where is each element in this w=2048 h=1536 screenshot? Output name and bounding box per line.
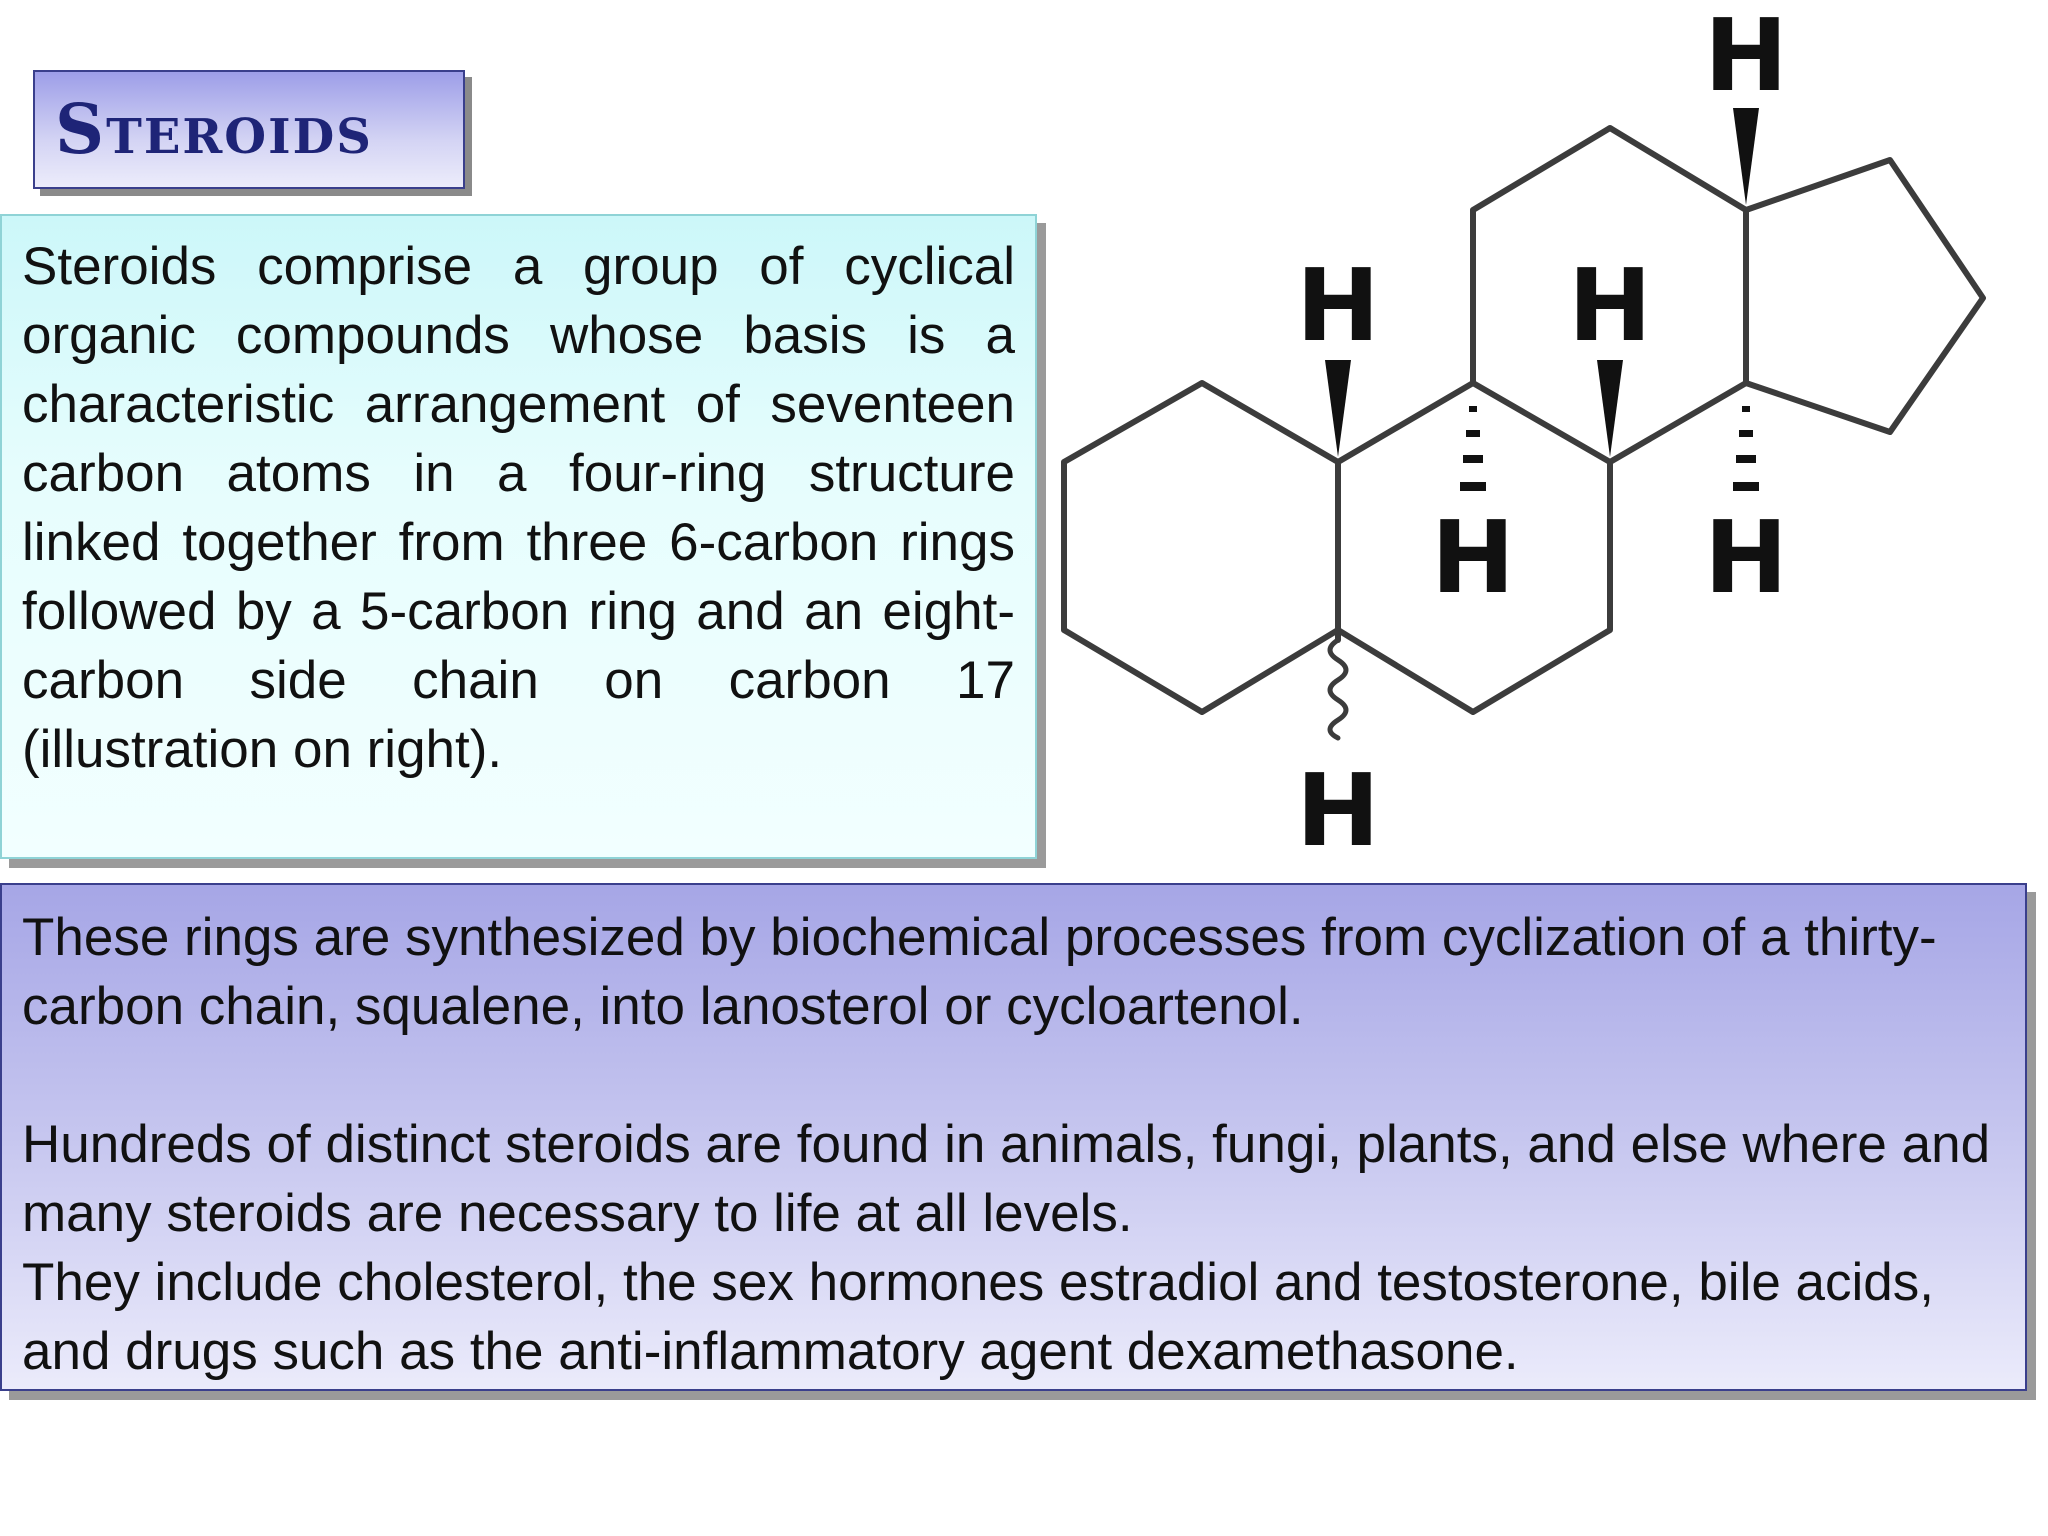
ring-d [1743,157,1986,435]
wavy-bond [1327,637,1349,741]
intro-text-box: Steroids comprise a group of cyclical or… [0,214,1037,859]
h-label-lower-middle-right: H [1704,499,1788,616]
ring-bonds [1061,125,1986,715]
h-label-top: H [1704,0,1788,114]
paragraph-spacer [22,1041,2005,1110]
hash-mid-left-2 [1466,430,1480,437]
title-box: Steroids [33,70,465,189]
slide-title: Steroids [55,89,373,170]
body-text-box: These rings are synthesized by biochemic… [0,883,2027,1391]
steroid-structure-diagram: H H H H H H [1061,0,1986,860]
intro-paragraph: Steroids comprise a group of cyclical or… [22,237,1015,779]
hash-mid-left-1 [1469,406,1477,412]
wedge-bonds [1325,108,1759,457]
wedge-upper-middle [1597,360,1623,457]
hash-mid-right-3 [1736,455,1756,463]
hydrogen-labels: H H H H H H [1296,0,1788,860]
h-label-lower-middle-left: H [1431,499,1515,616]
hash-mid-left-4 [1460,482,1486,491]
hash-mid-right-1 [1742,406,1750,412]
hashed-bonds [1460,406,1759,491]
hash-mid-left-3 [1463,455,1483,463]
body-paragraph-2: Hundreds of distinct steroids are found … [22,1115,1991,1243]
ring-c [1470,125,1749,465]
hash-mid-right-2 [1739,430,1753,437]
hash-mid-right-4 [1733,482,1759,491]
body-paragraph-1: These rings are synthesized by biochemic… [22,908,1937,1036]
h-label-upper-left: H [1296,247,1380,364]
body-paragraph-3: They include cholesterol, the sex hormon… [22,1253,1935,1381]
h-label-upper-middle: H [1568,247,1652,364]
wedge-top [1733,108,1759,205]
h-label-bottom: H [1296,752,1380,860]
ring-a [1061,380,1341,715]
wedge-upper-left [1325,360,1351,457]
